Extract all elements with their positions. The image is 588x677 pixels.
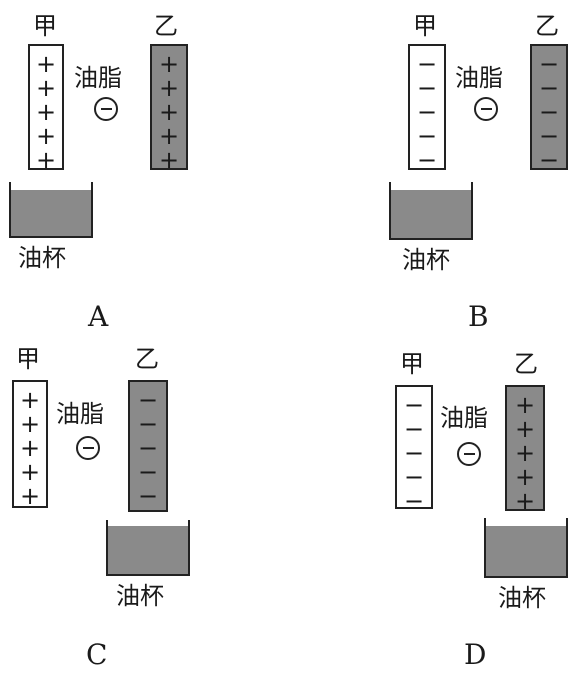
option-a-jia-sign: + [35,74,57,102]
option-c-yi-sign: − [137,434,159,462]
option-c-droplet-label: 油脂 [56,400,104,428]
option-d-yi-sign: + [514,463,536,491]
option-c-plate-yi: − − − − − [128,380,168,512]
option-d-droplet-minus [463,453,475,455]
option-a-yi-sign: + [158,98,180,126]
option-a-plate-yi: + + + + + [150,44,188,174]
option-b-yi-sign: − [538,122,560,150]
option-a-oil [11,190,91,236]
option-b-droplet-icon [474,97,498,121]
option-d-jia-sign: − [403,463,425,491]
option-b-oil-cup [389,182,473,240]
option-a-jia-sign: + [35,146,57,174]
option-a-plate-jia: + + + + + [28,44,64,174]
option-c-cup-label: 油杯 [116,582,164,610]
option-c-plate-yi-label: 乙 [135,345,159,373]
option-a-yi-sign: + [158,50,180,78]
option-d-cup-label: 油杯 [498,584,546,612]
option-b-yi-sign: − [538,146,560,174]
option-d-plate-yi-label: 乙 [514,350,538,378]
option-a-droplet-label: 油脂 [74,64,122,92]
option-c-letter: C [86,638,108,671]
option-c-droplet-icon [76,436,100,460]
option-d-yi-sign: + [514,391,536,419]
option-a-jia-sign: + [35,50,57,78]
option-b-letter: B [468,300,489,333]
option-b-jia-sign: − [416,98,438,126]
option-b-plate-yi: − − − − − [530,44,568,174]
option-a-yi-sign: + [158,74,180,102]
option-b-plate-yi-label: 乙 [535,12,559,40]
option-b-droplet-label: 油脂 [455,64,503,92]
option-d-plate-jia-label: 甲 [400,350,424,378]
option-d-jia-sign: − [403,391,425,419]
option-d-yi-sign: + [514,439,536,467]
option-c-plate-jia-label: 甲 [16,345,40,373]
option-a-yi-sign: + [158,122,180,150]
option-d-droplet-icon [457,442,481,466]
option-b-droplet-minus [480,108,492,110]
option-c-oil [108,526,188,574]
option-c-jia-sign: + [19,386,41,414]
option-b-cup-label: 油杯 [402,246,450,274]
option-d-plate-jia: − − − − − [395,385,433,513]
option-c-droplet-minus [82,447,94,449]
option-d-plate-yi: + + + + + [505,385,545,515]
option-b-jia-sign: − [416,146,438,174]
option-a-droplet-icon [94,97,118,121]
option-b-plate-jia: − − − − − [408,44,446,174]
option-b-yi-sign: − [538,74,560,102]
option-c-jia-sign: + [19,482,41,510]
option-c-jia-sign: + [19,434,41,462]
option-d-oil-cup [484,518,568,578]
option-c-plate-jia: + + + + + [12,380,48,508]
option-b-yi-sign: − [538,98,560,126]
option-b-jia-sign: − [416,122,438,150]
option-c-yi-sign: − [137,458,159,486]
option-d-yi-sign: + [514,487,536,515]
option-a-cup-label: 油杯 [18,244,66,272]
option-a-oil-cup [9,182,93,238]
option-d-jia-sign: − [403,487,425,515]
option-c-jia-sign: + [19,458,41,486]
option-a-plate-jia-label: 甲 [33,12,57,40]
option-a-plate-yi-label: 乙 [154,12,178,40]
option-c-yi-sign: − [137,410,159,438]
option-d-droplet-label: 油脂 [440,404,488,432]
option-b-jia-sign: − [416,50,438,78]
option-d-oil [486,526,566,576]
option-b-yi-sign: − [538,50,560,78]
option-b-oil [391,190,471,238]
option-a-jia-sign: + [35,98,57,126]
option-a-droplet-minus [100,108,112,110]
option-a-jia-sign: + [35,122,57,150]
option-d-letter: D [464,638,487,671]
option-c-jia-sign: + [19,410,41,438]
option-d-yi-sign: + [514,415,536,443]
option-b-jia-sign: − [416,74,438,102]
option-a-yi-sign: + [158,146,180,174]
option-c-yi-sign: − [137,482,159,510]
option-d-jia-sign: − [403,415,425,443]
option-c-oil-cup [106,520,190,576]
option-a-letter: A [88,300,109,333]
option-c-yi-sign: − [137,386,159,414]
option-b-plate-jia-label: 甲 [413,12,437,40]
option-d-jia-sign: − [403,439,425,467]
